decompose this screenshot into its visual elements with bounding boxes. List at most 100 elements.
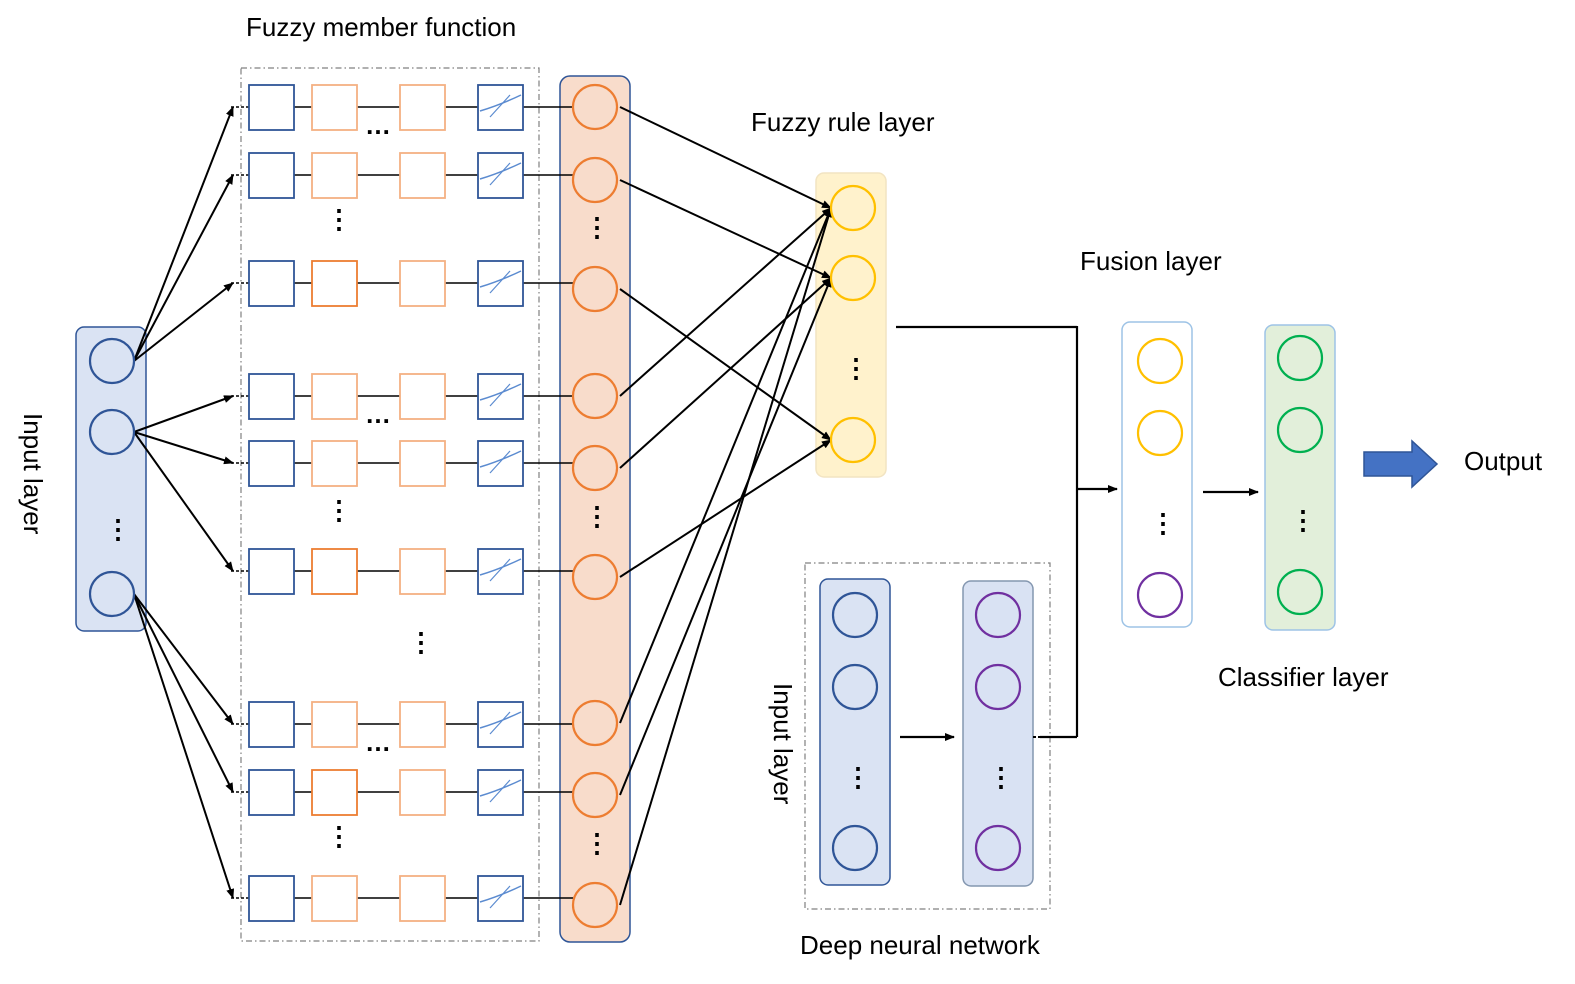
membership-ellipsis: ⋮ — [584, 212, 610, 242]
fusion-layer-panel — [1121, 321, 1193, 628]
sigmoid-curve-icon — [489, 383, 511, 407]
output-membership-box — [477, 373, 524, 420]
rule-node — [829, 416, 877, 464]
input-feature-box — [248, 152, 295, 199]
sigmoid-curve-icon — [479, 450, 522, 468]
row-hellipsis: … — [365, 727, 391, 757]
sigmoid-curve-icon — [489, 885, 511, 909]
membership-ellipsis: ⋮ — [584, 828, 610, 858]
membership-box — [311, 84, 358, 131]
row-ellipsis: ⋮ — [408, 627, 434, 657]
input-node — [88, 408, 136, 456]
row-ellipsis: ⋮ — [326, 821, 352, 851]
dnn-input-panel — [819, 578, 891, 886]
rule-layer-panel — [815, 172, 887, 478]
row-hellipsis: … — [365, 110, 391, 140]
membership-to-rule-arrow — [619, 207, 832, 397]
dnn-hidden-node — [974, 591, 1022, 639]
sigmoid-curve-icon — [489, 558, 511, 582]
membership-frame — [240, 67, 540, 942]
membership-to-rule-arrow — [619, 106, 832, 209]
classifier-node — [1276, 568, 1324, 616]
dnn-input-node — [831, 824, 879, 872]
input-to-membership-arrow — [133, 593, 234, 725]
sigmoid-curve-icon — [479, 270, 522, 288]
input-to-membership-arrow — [133, 431, 234, 465]
input-to-membership-arrow — [133, 593, 234, 793]
membership-rows — [231, 84, 573, 922]
membership-box — [311, 875, 358, 922]
input-to-membership-arrow — [133, 431, 234, 572]
membership-box — [311, 373, 358, 420]
output-membership-box — [477, 440, 524, 487]
dnn-hidden-node — [974, 663, 1022, 711]
membership-to-rule-arrow — [619, 179, 832, 279]
membership-ellipsis: ⋮ — [584, 501, 610, 531]
output-arrow-icon — [1363, 439, 1439, 489]
membership-to-rule-arrow — [619, 288, 832, 441]
input-layer-panel — [75, 326, 147, 632]
membership-node — [571, 553, 619, 601]
input-feature-box — [248, 548, 295, 595]
membership-box — [311, 440, 358, 487]
membership-to-rule-arrow — [619, 439, 832, 578]
classifier-node — [1276, 406, 1324, 454]
input-node — [88, 337, 136, 385]
membership-box — [399, 440, 446, 487]
fuzzy-member-function-title: Fuzzy member function — [246, 12, 516, 42]
membership-box — [399, 701, 446, 748]
dnn-frame — [804, 562, 1051, 910]
input-feature-box — [248, 84, 295, 131]
input-ellipsis: ⋮ — [105, 514, 131, 544]
fusion-node — [1136, 571, 1184, 619]
membership-box — [399, 373, 446, 420]
output-membership-box — [477, 84, 524, 131]
output-membership-box — [477, 152, 524, 199]
input-to-membership-arrow — [133, 174, 234, 362]
input-feature-box — [248, 769, 295, 816]
neuron-nodes — [88, 83, 1324, 929]
input-feature-box — [248, 373, 295, 420]
dnn-input-node — [831, 591, 879, 639]
row-ellipsis: ⋮ — [326, 204, 352, 234]
membership-to-rule-arrow — [619, 207, 833, 906]
input-feature-box — [248, 701, 295, 748]
input-to-membership-arrow — [133, 282, 234, 362]
fusion-ellipsis: ⋮ — [1150, 508, 1176, 538]
membership-to-rule-arrow — [619, 207, 832, 724]
ellipsis-marks: ………⋮⋮⋮⋮⋮⋮⋮⋮⋮⋮⋮⋮⋮ — [105, 110, 1316, 858]
connection-lines — [133, 106, 1259, 906]
input-to-membership-arrow — [133, 106, 234, 362]
sigmoid-curve-icon — [479, 94, 522, 112]
membership-box — [399, 548, 446, 595]
membership-box — [311, 260, 358, 307]
input-layer-label-left: Input layer — [18, 413, 48, 535]
input-feature-box — [248, 440, 295, 487]
dnn-hidden-panel — [962, 580, 1034, 887]
rule-ellipsis: ⋮ — [843, 353, 869, 383]
row-hellipsis: … — [365, 399, 391, 429]
output-membership-box — [477, 769, 524, 816]
sigmoid-curve-icon — [489, 270, 511, 294]
sigmoid-curve-icon — [479, 779, 522, 797]
membership-node — [571, 372, 619, 420]
membership-to-rule-arrow — [619, 277, 832, 796]
dnn-hidden-node — [974, 824, 1022, 872]
output-membership-box — [477, 260, 524, 307]
sigmoid-curve-icon — [489, 94, 511, 118]
input-layer-label-dnn: Input layer — [768, 683, 798, 805]
membership-box — [399, 152, 446, 199]
membership-box — [311, 548, 358, 595]
sigmoid-curve-icon — [489, 711, 511, 735]
row-ellipsis: ⋮ — [326, 495, 352, 525]
sigmoid-curve-icon — [489, 162, 511, 186]
classifier-node — [1276, 334, 1324, 382]
sigmoid-curve-icon — [489, 779, 511, 803]
fusion-node — [1136, 337, 1184, 385]
membership-node — [571, 83, 619, 131]
classifier-ellipsis: ⋮ — [1290, 505, 1316, 535]
deep-neural-network-title: Deep neural network — [800, 930, 1041, 960]
membership-box — [399, 875, 446, 922]
input-to-membership-arrow — [133, 593, 235, 899]
